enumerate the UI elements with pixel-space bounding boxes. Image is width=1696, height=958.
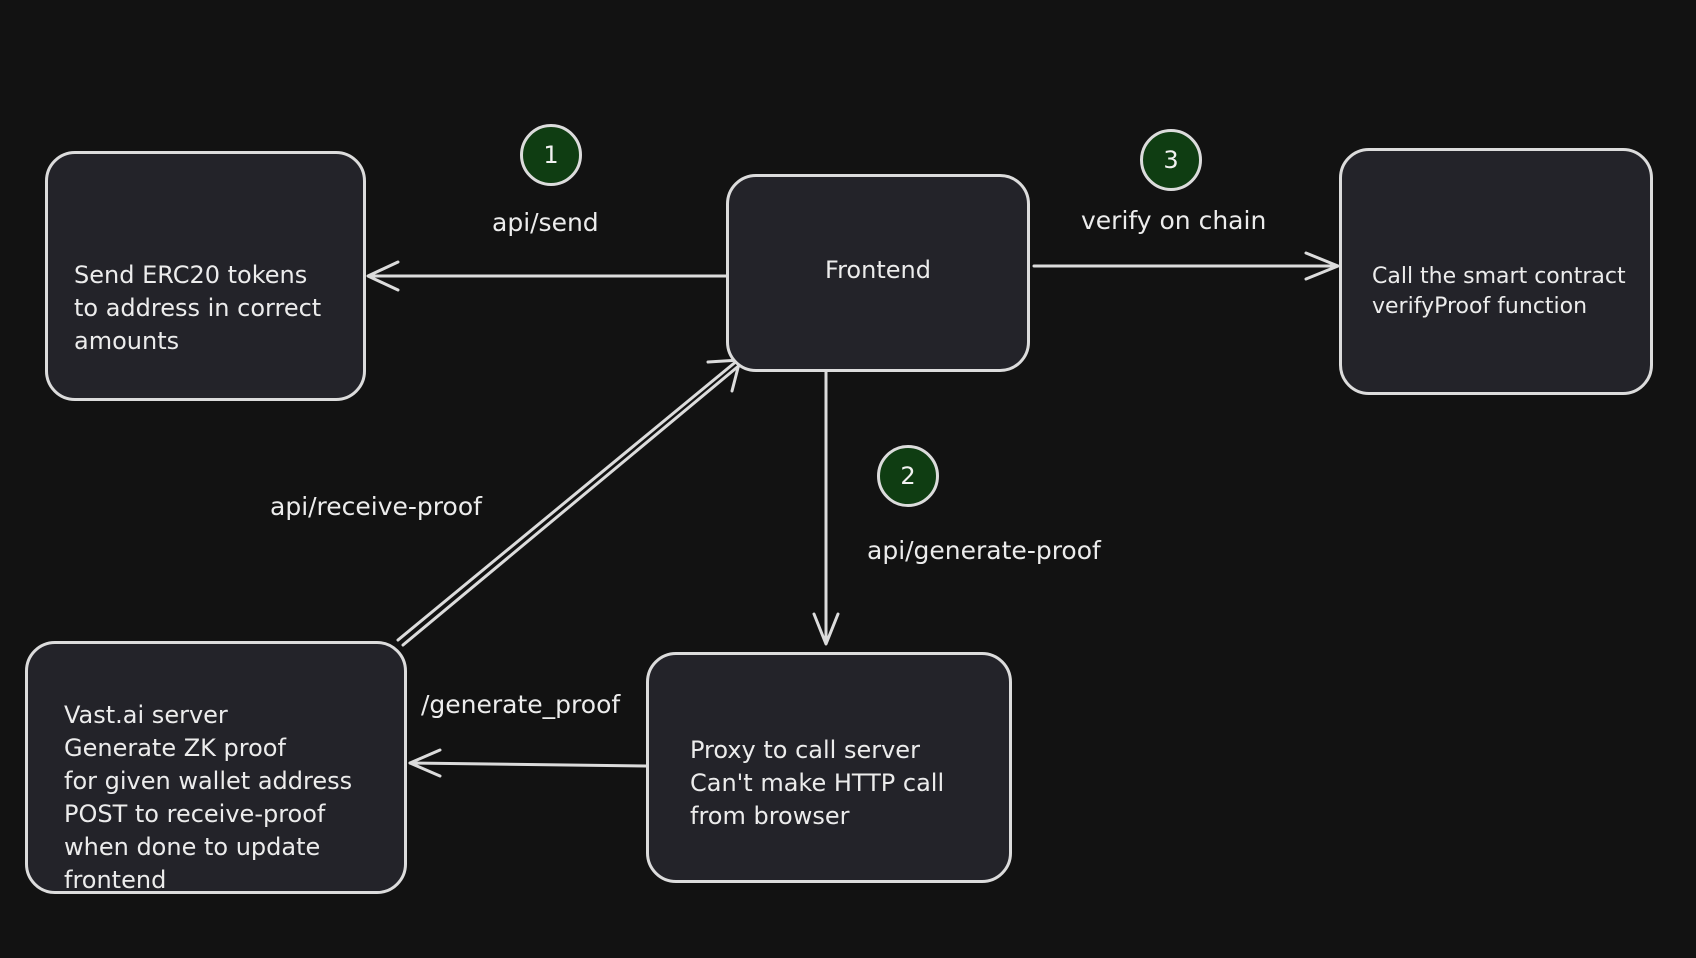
edge-label-api-generate-proof: api/generate-proof (867, 536, 1101, 565)
node-verify-contract: Call the smart contract verifyProof func… (1339, 148, 1653, 395)
node-vast-server-text: Vast.ai server Generate ZK proof for giv… (64, 701, 353, 894)
edge-label-api-send: api/send (492, 208, 599, 237)
node-send-tokens-text: Send ERC20 tokens to address in correct … (74, 261, 322, 355)
node-proxy: Proxy to call server Can't make HTTP cal… (646, 652, 1012, 883)
node-frontend: Frontend (726, 174, 1030, 372)
edge-verify-on-chain (1032, 251, 1340, 281)
node-send-tokens: Send ERC20 tokens to address in correct … (45, 151, 366, 401)
step-badge-2: 2 (877, 445, 939, 507)
node-frontend-text: Frontend (825, 255, 931, 284)
edge-api-generate-proof (812, 370, 840, 646)
edge-label-api-receive-proof: api/receive-proof (270, 492, 482, 521)
edge-generate-proof (408, 748, 648, 778)
edge-label-generate-proof: /generate_proof (421, 690, 621, 719)
edge-api-send (366, 260, 728, 292)
step-badge-1: 1 (520, 124, 582, 186)
node-verify-contract-text: Call the smart contract verifyProof func… (1372, 264, 1626, 319)
edge-label-verify-on-chain: verify on chain (1081, 206, 1267, 235)
node-vast-server: Vast.ai server Generate ZK proof for giv… (25, 641, 407, 894)
step-badge-3: 3 (1140, 129, 1202, 191)
node-proxy-text: Proxy to call server Can't make HTTP cal… (690, 736, 945, 830)
